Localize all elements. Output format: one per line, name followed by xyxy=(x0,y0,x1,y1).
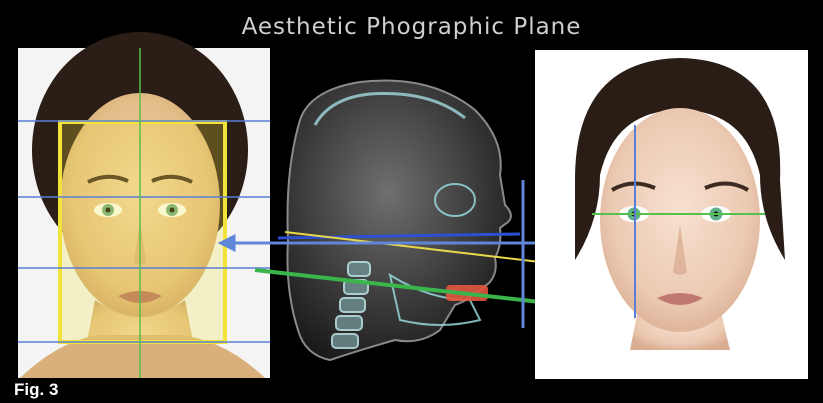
right-face-panel xyxy=(535,50,808,379)
yellow-face-frame xyxy=(60,122,225,342)
left-face-panel xyxy=(18,32,270,378)
skull-profile xyxy=(255,81,540,360)
diagram-title: Aesthetic Phographic Plane xyxy=(0,14,823,40)
figure-label: Fig. 3 xyxy=(6,380,90,400)
